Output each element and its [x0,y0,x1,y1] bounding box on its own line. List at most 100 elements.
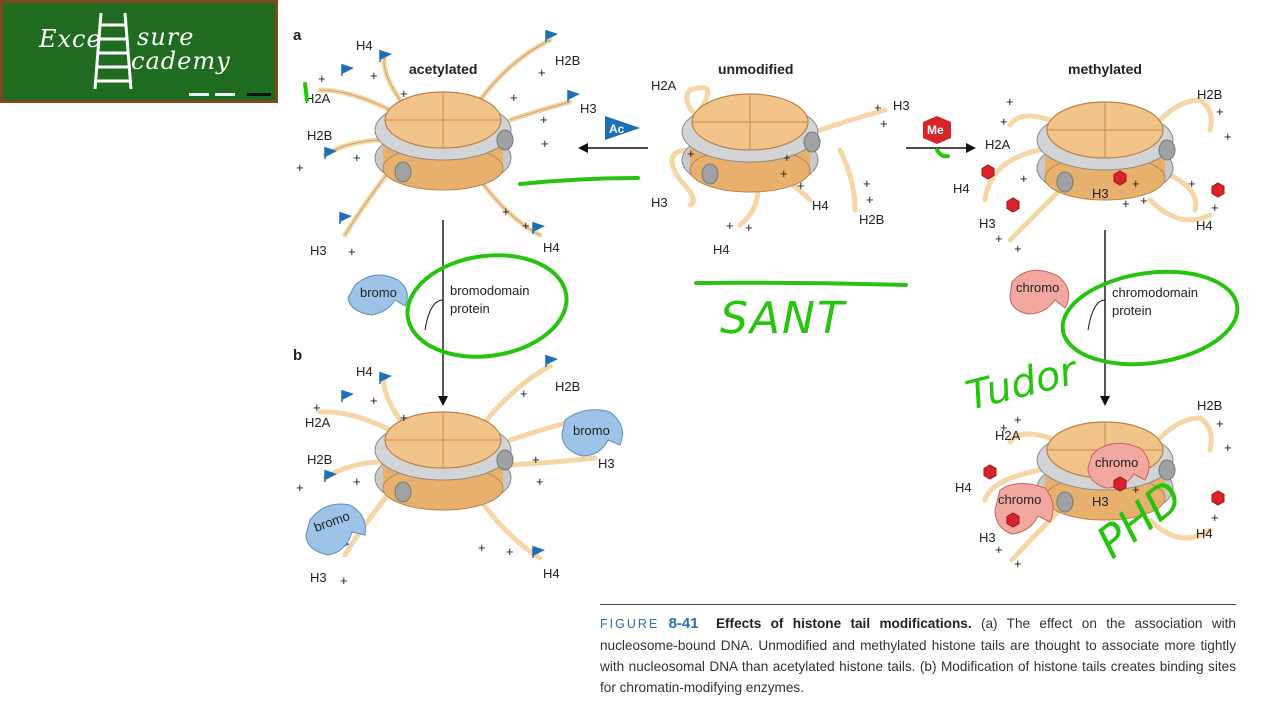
title-unmodified: unmodified [718,61,793,77]
svg-text:+: + [296,480,304,495]
nucleosome-unmodified [669,85,888,228]
logo-text-2: sure [137,23,195,51]
svg-text:+: + [880,116,888,131]
svg-text:+: + [783,150,791,165]
bromodomain-icon [305,503,366,556]
svg-text:+: + [995,231,1003,246]
chromodomain-label-line2: protein [1112,303,1152,318]
chalk-mark [189,93,209,96]
label-h3: H3 [580,101,597,116]
panel-label-b: b [293,347,302,364]
label-h2a: H2A [995,428,1021,443]
methyl-hexagon-icon [981,164,995,180]
handwritten-annotations [303,82,1240,367]
svg-text:+: + [1211,200,1219,215]
svg-text:+: + [1216,416,1224,431]
svg-text:+: + [797,178,805,193]
svg-text:+: + [1122,196,1130,211]
svg-text:+: + [1014,412,1022,427]
annotation-tudor-text: Tudor [961,347,1083,419]
bromodomain-icon [347,274,408,316]
svg-text:+: + [1224,129,1232,144]
caption-figure-word: FIGURE [600,617,660,631]
label-h3: H3 [598,456,615,471]
label-h3: H3 [651,195,668,210]
svg-text:+: + [1224,440,1232,455]
bromodomain-label-line2: protein [450,301,490,316]
label-h4: H4 [1196,218,1213,233]
caption-figure-number: 8-41 [668,615,699,632]
annotation-sant-text: SANT [720,293,847,344]
svg-text:+: + [313,400,321,415]
svg-text:+: + [370,393,378,408]
svg-text:+: + [520,386,528,401]
chromodomain-label-line1: chromodomain [1112,285,1198,300]
acetyl-flag-icon [341,389,355,403]
charge-group: ++ ++ ++ ++ ++ + [296,386,544,588]
label-h2b: H2B [555,53,580,68]
svg-text:+: + [532,452,540,467]
svg-text:+: + [296,160,304,175]
svg-text:+: + [510,90,518,105]
nucleosome-methylated-bound [982,415,1225,563]
title-methylated: methylated [1068,61,1142,77]
nucleosome-methylated [981,97,1225,243]
figure-caption: FIGURE 8-41 Effects of histone tail modi… [600,604,1236,698]
ladder-icon [93,12,133,90]
svg-text:+: + [340,573,348,588]
annotation-sant-line [694,280,908,287]
label-h2b: H2B [1197,87,1222,102]
svg-text:+: + [1211,510,1219,525]
chromo-label: chromo [1095,455,1138,470]
bromodomain-icon [561,409,623,457]
svg-text:+: + [522,218,530,233]
svg-text:+: + [502,204,510,219]
svg-text:+: + [1014,241,1022,256]
svg-text:+: + [353,150,361,165]
label-h2b: H2B [555,379,580,394]
svg-text:+: + [478,540,486,555]
label-h3: H3 [1092,186,1109,201]
label-h2b: H2B [307,128,332,143]
label-h3: H3 [310,570,327,585]
label-h4: H4 [953,181,970,196]
label-h2b: H2B [859,212,884,227]
caption-body: (a) The effect on the association with n… [600,616,1236,695]
label-h4: H4 [713,242,730,257]
label-h4: H4 [543,566,560,581]
logo-text-1: Exce [39,25,102,53]
label-h3: H3 [979,216,996,231]
svg-text:+: + [995,542,1003,557]
chromo-label: chromo [1016,280,1059,295]
bromo-label: bromo [573,423,610,438]
charge-group: ++ ++ ++ ++ ++ ++ [296,65,549,259]
label-h2a: H2A [651,78,677,93]
svg-text:+: + [780,166,788,181]
academy-logo: Exce sure cademy [0,0,278,103]
charge-group: ++ ++ ++ ++ ++ [687,100,888,235]
svg-text:+: + [1216,104,1224,119]
label-h4: H4 [543,240,560,255]
svg-text:+: + [353,474,361,489]
methyl-hexagon-icon [983,464,997,480]
svg-text:+: + [745,220,753,235]
methyl-hexagon-icon [1211,490,1225,506]
methyl-hexagon-icon [1211,182,1225,198]
svg-text:+: + [726,218,734,233]
svg-text:+: + [1020,171,1028,186]
svg-text:+: + [1140,193,1148,208]
svg-text:+: + [400,410,408,425]
svg-text:+: + [874,100,882,115]
me-label: Me [927,123,944,137]
label-h4: H4 [812,198,829,213]
methyl-hexagon-icon [1006,512,1020,528]
caption-title: Effects of histone tail modifications. [715,616,972,631]
annotation-underline [518,176,640,186]
label-h4: H4 [1196,526,1213,541]
svg-text:+: + [1014,556,1022,571]
svg-text:+: + [538,65,546,80]
label-h3: H3 [893,98,910,113]
charge-group: ++ ++ ++ ++ [995,412,1232,571]
ac-flag-icon [605,116,640,140]
label-h2b: H2B [307,452,332,467]
